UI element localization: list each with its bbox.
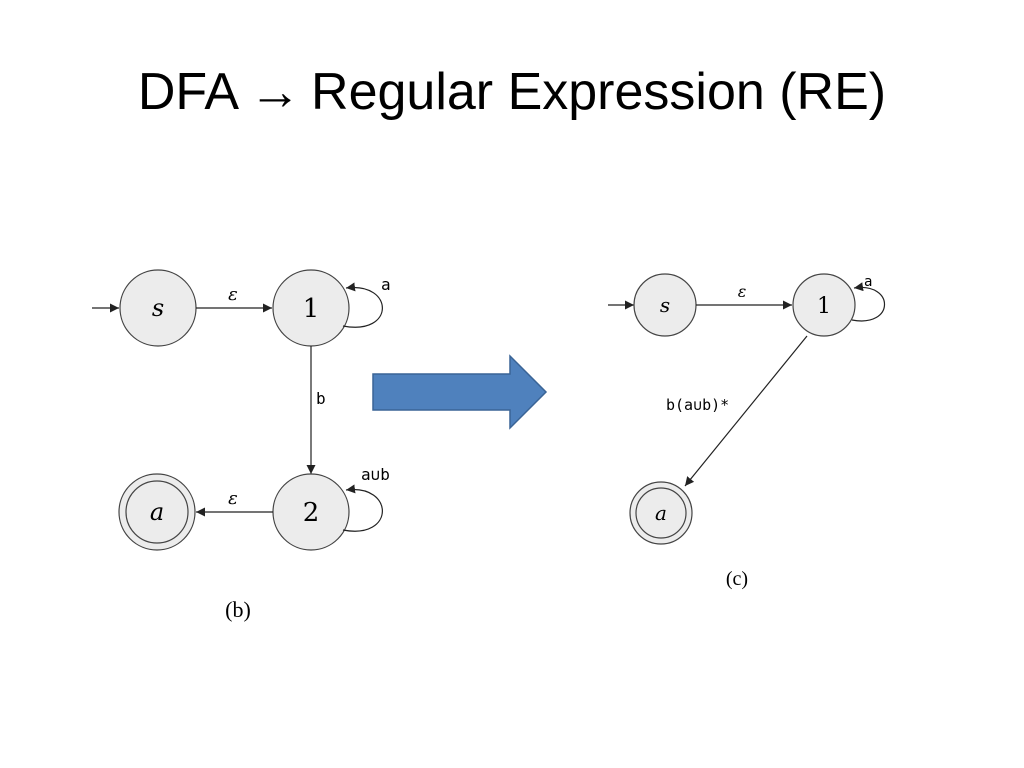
edge-s-1-b-label: ε bbox=[228, 284, 238, 305]
title-left: DFA bbox=[137, 63, 240, 121]
loop-1-c bbox=[851, 282, 886, 322]
state-accept-b-outer bbox=[118, 473, 196, 551]
state-accept-b-inner bbox=[125, 480, 189, 544]
state-accept-c-inner bbox=[635, 487, 687, 539]
slide-title: DFA→Regular Expression (RE) bbox=[0, 62, 1024, 122]
state-1-c bbox=[792, 273, 856, 337]
loop-2-b bbox=[342, 484, 383, 532]
state-accept-c-label: a bbox=[655, 501, 667, 525]
diagram-b: s ε 1 a b 2 a∪b ε a (b) bbox=[92, 269, 391, 622]
state-s-c-label: s bbox=[660, 293, 670, 317]
state-accept-b-label: a bbox=[150, 498, 164, 526]
edge-1-2-b-label: b bbox=[316, 389, 326, 408]
loop-1-b bbox=[342, 282, 383, 328]
state-1-c-label: 1 bbox=[817, 294, 831, 319]
loop-1-c-label: a bbox=[864, 274, 872, 290]
loop-2-b-label: a∪b bbox=[361, 465, 390, 484]
caption-c: (c) bbox=[726, 568, 748, 590]
edge-1-accept-c-label: b(a∪b)* bbox=[666, 396, 729, 414]
loop-1-b-label: a bbox=[381, 275, 391, 294]
edge-2-accept-b-label: ε bbox=[228, 488, 238, 509]
state-s-b-label: s bbox=[152, 294, 164, 322]
state-accept-c-outer bbox=[629, 481, 693, 545]
edge-s-1-c-label: ε bbox=[738, 282, 747, 301]
edge-1-accept-c bbox=[684, 335, 808, 487]
title-right: Regular Expression (RE) bbox=[311, 63, 887, 121]
caption-b: (b) bbox=[225, 597, 251, 622]
right-block-arrow-icon bbox=[372, 354, 548, 430]
right-arrow-icon: → bbox=[249, 63, 302, 121]
diagram-c: s ε 1 a b(a∪b)* a (c) bbox=[608, 273, 886, 590]
state-2-b-label: 2 bbox=[303, 498, 320, 528]
state-1-b-label: 1 bbox=[303, 294, 320, 324]
